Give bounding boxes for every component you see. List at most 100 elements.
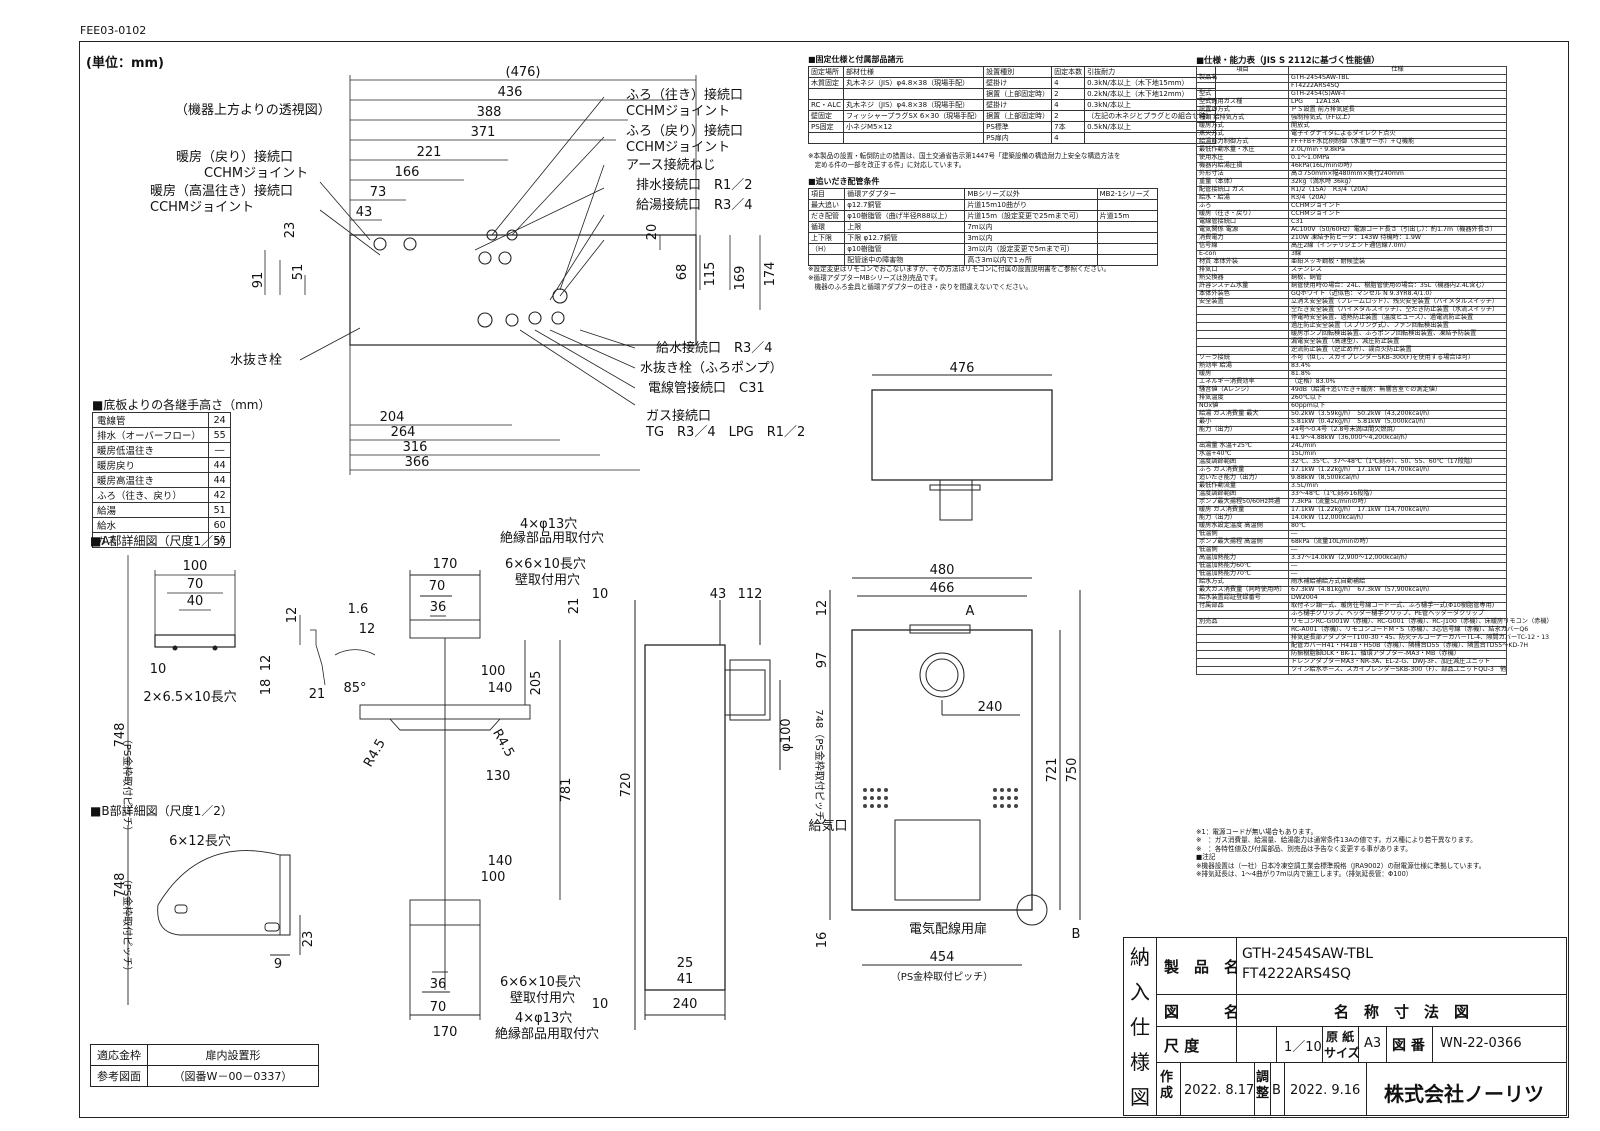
spec-item-cell xyxy=(1196,634,1289,643)
spec-value-cell: ― xyxy=(1288,562,1507,571)
bracket-dim-100b: 100 xyxy=(481,870,506,885)
dim-43: 43 xyxy=(356,205,373,220)
dim-388: 388 xyxy=(477,105,502,120)
spec-item-cell xyxy=(1196,330,1289,339)
label-cchm-1: CCHMジョイント xyxy=(204,166,308,181)
a-dim-100: 100 xyxy=(183,559,208,574)
spec-item-cell: 信号線 xyxy=(1196,242,1289,251)
bracket-drawing: 170 70 36 100 140 205 21 781 130 140 100… xyxy=(359,517,604,1042)
b-pitch-label: （PS金枠取付ピッチ） xyxy=(121,874,134,976)
dim-476: (476) xyxy=(506,65,541,80)
spec-item-cell xyxy=(1196,338,1289,347)
spec-value-cell: 高圧2線（インテリジェント通信線7.0m） xyxy=(1288,242,1507,251)
a-dim-1-6: 1.6 xyxy=(348,602,369,617)
paper-label-1: 原 紙 xyxy=(1326,1030,1355,1044)
front-dim-750: 750 xyxy=(1065,758,1080,783)
spec-item-cell xyxy=(1196,666,1289,675)
label-bath-out: ふろ（往き）接続口 xyxy=(626,87,743,103)
b-dim-23: 23 xyxy=(301,931,316,948)
bracket-dim-170b: 170 xyxy=(433,1025,458,1040)
label-gas-spec: TG R3／4 LPG R1／2 xyxy=(645,425,805,440)
side-dim-10b: 10 xyxy=(592,997,609,1012)
b-pitch: 748 xyxy=(113,873,128,898)
bracket-bottom-slot: 6×6×10長穴 xyxy=(500,975,581,990)
title-col-line xyxy=(1322,1026,1323,1062)
table-row: 信号線高圧2線（インテリジェント通信線7.0m） xyxy=(1196,242,1507,251)
table-row: ツイン給水ホース、スカイプレンダーSKB-300（F）、部品ユニットQU-3 他 xyxy=(1196,666,1507,675)
a-dim-70: 70 xyxy=(187,577,204,592)
spec-value-cell: FT4222ARS4SQ xyxy=(1288,82,1507,91)
paper-size: A3 xyxy=(1364,1036,1382,1051)
bracket-r45-left: R4.5 xyxy=(361,737,389,770)
top-view-drawing: （機器上方よりの透視図） xyxy=(150,65,805,475)
dim-51: 51 xyxy=(291,264,306,281)
product-name-1: GTH-2454SAW-TBL xyxy=(1242,946,1374,962)
front-mark-b: B xyxy=(1072,927,1081,942)
spec-value-cell: 7.3kPa（流量5L/minの時） xyxy=(1288,498,1507,507)
spec-value-cell: 0.1〜1.0MPa xyxy=(1288,154,1507,163)
label-hot-water-port: 給湯接続口 R3／4 xyxy=(636,197,753,213)
spec-item-cell xyxy=(1196,642,1289,651)
spec-value-cell: 3.37〜14.0kW（2,900〜12,000kcal/h） xyxy=(1288,554,1507,563)
bracket-dim-140: 140 xyxy=(488,681,513,696)
front-bottom-pitch: （PS金枠取付ピッチ） xyxy=(891,970,993,983)
table-row: 壁固定フィッシャープラグSX 6×30（現場手配）据置（上部固定時）2（左記の木… xyxy=(808,110,1217,122)
spec-item-cell xyxy=(1196,650,1289,659)
front-dim-16: 16 xyxy=(815,932,830,949)
bracket-dim-70b: 70 xyxy=(430,1000,447,1015)
side-dim-phi100: φ100 xyxy=(779,718,794,751)
spec-value-cell: 49dB（給湯+追いだき+暖房：無響音室での測定値） xyxy=(1288,386,1507,395)
spec-value-cell: R3/4（20A） xyxy=(1288,194,1507,203)
unit-label: (単位：mm) xyxy=(86,56,164,71)
label-water-supply: 給水接続口 R3／4 xyxy=(656,340,773,356)
spec-value-cell: 32℃、35℃、37〜48℃（1℃刻み）、50、55、60℃（17段階） xyxy=(1288,458,1507,467)
figure-no-label: 図 番 xyxy=(1392,1038,1425,1054)
table-row: 参考図面 （図番W－00－0337） xyxy=(90,1065,319,1087)
title-col-line xyxy=(1270,1062,1271,1115)
spec-item-cell xyxy=(1196,306,1289,315)
piping-table-title: ■追いだき配管条件 xyxy=(808,177,880,186)
spec-value-cell: 雨水補給補給方式自動補給 xyxy=(1288,578,1507,587)
side-dim-240: 240 xyxy=(673,997,698,1012)
company-name: 株式会社ノーリツ xyxy=(1384,1082,1544,1106)
piping-note-3: 機器のふろ金具と循環アダプターの往き・戻りを間違えないでください。 xyxy=(808,283,1032,291)
title-col-line xyxy=(1386,1026,1387,1062)
bracket-dim-36b: 36 xyxy=(430,977,447,992)
adjust-label: 調整 xyxy=(1256,1070,1270,1101)
dim-366: 366 xyxy=(405,455,430,470)
spec-note: ※ ：各特性値及び付属部品、別売品は予告なく変更する事があります。 xyxy=(1196,844,1412,853)
spec-value-cell: ツイン給水ホース、スカイプレンダーSKB-300（F）、部品ユニットQU-3 他 xyxy=(1288,666,1507,675)
paper-label-2: サイズ xyxy=(1324,1046,1360,1060)
spec-value-cell: 68kPa（流量10L/minの時） xyxy=(1288,538,1507,547)
dim-221: 221 xyxy=(417,145,442,160)
table-row: FT4222ARS4SQ xyxy=(1196,82,1507,91)
dim-204: 204 xyxy=(380,410,405,425)
bracket-dim-21: 21 xyxy=(567,598,582,615)
spec-value-cell: 67.3kW（4.81kg/h） 67.3kW（57,900kcal/h） xyxy=(1288,586,1507,595)
title-block: 納 入 仕 様 図 製 品 名 GTH-2454SAW-TBL FT4222AR… xyxy=(1123,937,1567,1116)
a-dim-18: 18 xyxy=(259,679,274,696)
product-name-2: FT4222ARS4SQ xyxy=(1242,966,1351,982)
adjust-date: 2022. 9.16 xyxy=(1290,1083,1361,1098)
spec-value-cell: 不可（但し、スカイプレンダーSKB-300(F)を使用する場合は可） xyxy=(1288,354,1507,363)
spec-item-cell xyxy=(1196,314,1289,323)
table-row: ふろ（往き、戻り）42 xyxy=(91,487,231,503)
dim-316: 316 xyxy=(403,440,428,455)
side-dim-41: 41 xyxy=(677,972,694,987)
dim-115: 115 xyxy=(703,262,718,287)
label-heating-hot: 暖房（高温往き）接続口 xyxy=(150,183,293,199)
spec-value-cell: 24号〜0.4号（2.8号未満は間欠燃焼） xyxy=(1288,426,1507,435)
table-row: 適応金枠 扉内設置形 xyxy=(90,1044,319,1066)
bracket-dim-781: 781 xyxy=(559,778,574,803)
spec-item-cell: 別売品 xyxy=(1196,618,1289,627)
spec-value-cell: 24L/min xyxy=(1288,442,1507,451)
